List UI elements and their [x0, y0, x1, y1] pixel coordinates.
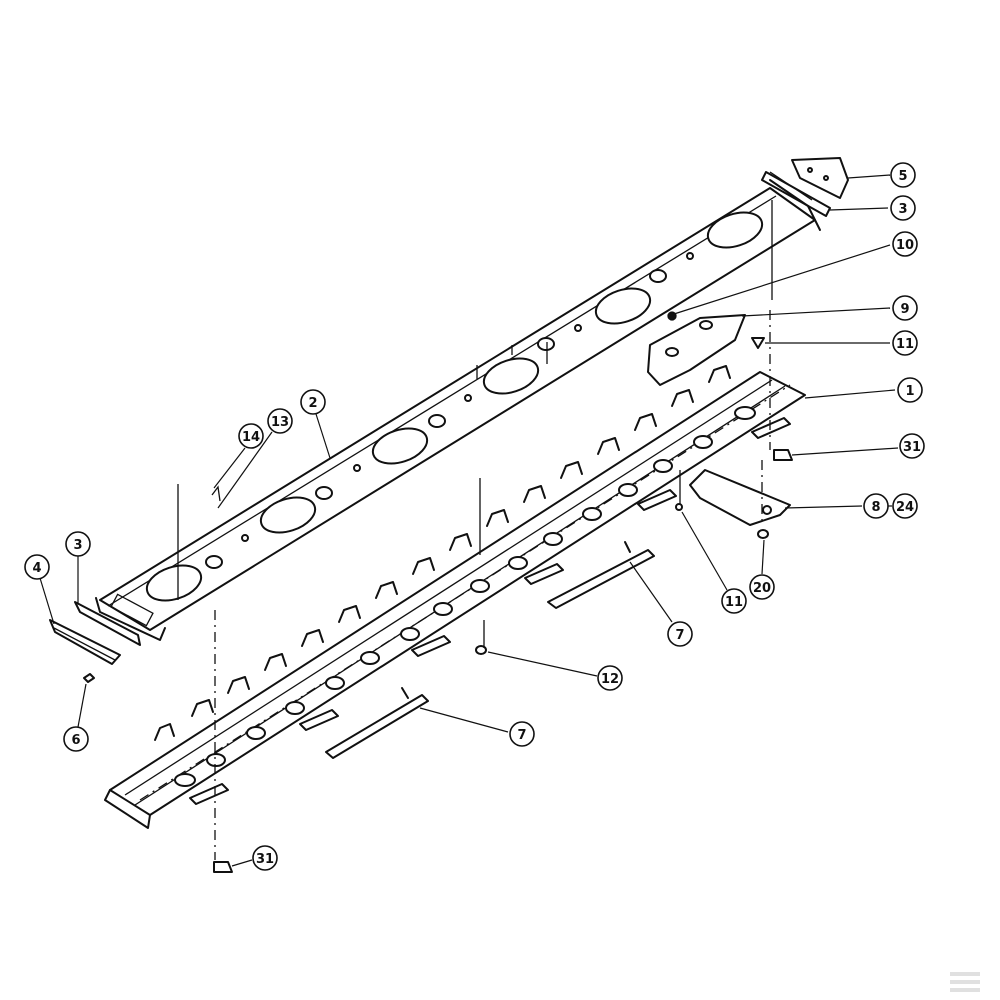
callout-2: 2 [300, 389, 331, 459]
svg-text:1: 1 [905, 384, 914, 399]
callout-6: 6 [63, 683, 89, 752]
callout-20: 20 [749, 539, 775, 600]
svg-text:8: 8 [871, 500, 880, 515]
svg-text:13: 13 [271, 415, 289, 430]
lower-bar-underside-clips [189, 417, 791, 805]
upper-bar-large-holes [145, 211, 764, 602]
upper-cutter-bar [95, 171, 821, 641]
svg-text:10: 10 [896, 238, 914, 253]
svg-text:5: 5 [898, 169, 907, 184]
lower-cutter-bar [104, 371, 806, 829]
svg-text:31: 31 [256, 852, 274, 867]
callout-31-bottom: 31 [231, 845, 278, 871]
callout-5: 5 [847, 162, 916, 188]
part-7-upper-strip [547, 541, 655, 609]
svg-text:2: 2 [308, 396, 317, 411]
callout-1: 1 [804, 377, 923, 403]
lower-bar-holes [174, 406, 756, 787]
part-3-left-spacer [74, 601, 141, 646]
callout-3-right: 3 [829, 195, 916, 221]
callout-4: 4 [24, 554, 55, 625]
svg-text:7: 7 [675, 628, 684, 643]
callout-7-upper: 7 [629, 561, 693, 647]
callout-7-lower: 7 [419, 707, 535, 747]
svg-text:11: 11 [725, 595, 743, 610]
part-9-shoe-plate [647, 311, 746, 386]
svg-text:20: 20 [753, 581, 771, 596]
part-5-end-plate [791, 157, 849, 199]
svg-text:3: 3 [73, 538, 82, 553]
svg-text:4: 4 [32, 561, 41, 576]
svg-text:14: 14 [242, 430, 260, 445]
svg-text:12: 12 [601, 672, 619, 687]
part-3-right-spacer [761, 171, 831, 217]
callout-12: 12 [487, 651, 623, 691]
svg-text:7: 7 [517, 728, 526, 743]
corner-logo-mark [950, 972, 980, 992]
callout-8-24: 8 24 [784, 493, 918, 519]
callout-10: 10 [673, 231, 918, 315]
assembly-axis-lines [177, 200, 773, 860]
callout-9: 9 [741, 295, 918, 321]
callout-11-upper: 11 [765, 330, 918, 356]
part-8-24-guard-plate [689, 469, 791, 526]
upper-bar-small-holes [205, 252, 694, 569]
callout-11-lower: 11 [681, 511, 747, 614]
svg-text:31: 31 [903, 440, 921, 455]
svg-text:3: 3 [898, 202, 907, 217]
part-4-left-bracket [49, 619, 121, 665]
callout-13: 13 [217, 408, 293, 509]
svg-text:6: 6 [71, 733, 80, 748]
svg-text:9: 9 [900, 302, 909, 317]
callout-14: 14 [213, 423, 264, 489]
svg-text:11: 11 [896, 337, 914, 352]
svg-text:24: 24 [896, 500, 914, 515]
lower-bar-guard-teeth [154, 365, 731, 741]
callout-3-left: 3 [65, 531, 91, 604]
part-7-lower-strip [325, 687, 429, 759]
callout-31-right: 31 [791, 433, 925, 459]
